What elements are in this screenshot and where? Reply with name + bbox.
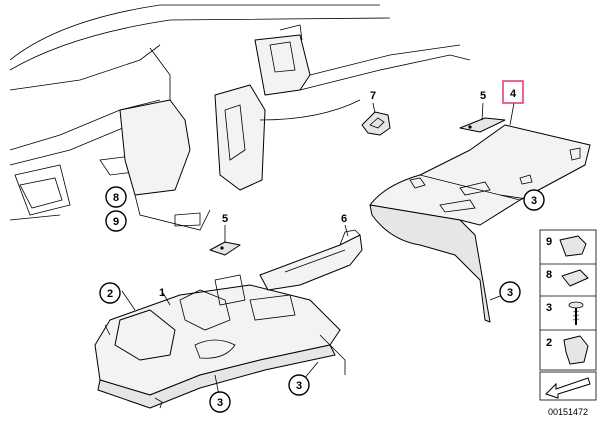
direction-arrow-icon — [545, 377, 591, 399]
callout-label: 7 — [370, 90, 376, 102]
legend-label: 8 — [546, 269, 552, 281]
callout-8: 8 — [105, 186, 127, 208]
callout-2: 2 — [99, 282, 121, 304]
screw-icon — [568, 301, 584, 325]
clip-part-5-bottom — [209, 241, 241, 256]
clip-part-5-top — [459, 117, 506, 133]
callout-label: 4 — [510, 88, 517, 100]
doc-number: 00151472 — [548, 407, 588, 417]
highlight-frame — [502, 80, 524, 104]
grommet-icon — [559, 235, 587, 257]
arrow-symbol — [539, 371, 597, 401]
callout-6: 6 — [341, 213, 347, 225]
callout-label: 9 — [113, 216, 119, 228]
callout-label: 3 — [217, 397, 223, 409]
callout-3-right-upper: 3 — [523, 189, 545, 211]
callout-4-highlighted: 4 — [502, 80, 524, 104]
callout-label: 6 — [341, 213, 347, 225]
legend-label: 2 — [546, 337, 552, 349]
legend-item-8: 8 — [546, 269, 589, 287]
legend-label: 9 — [546, 236, 552, 248]
callout-9: 9 — [105, 210, 127, 232]
callout-5-top: 5 — [480, 90, 486, 102]
legend-item-2: 2 — [546, 335, 589, 365]
callout-label: 5 — [222, 213, 228, 225]
legend-item-9: 9 — [546, 235, 587, 257]
callout-label: 3 — [296, 380, 302, 392]
callout-5-bottom: 5 — [222, 213, 228, 225]
clip-part-7 — [361, 111, 391, 136]
callout-label: 3 — [531, 195, 537, 207]
lower-trim-tray — [94, 274, 346, 409]
legend-label: 3 — [546, 302, 552, 314]
clip-nut-icon — [561, 269, 589, 287]
dashboard-outline — [9, 4, 471, 231]
callout-3-bottom-right: 3 — [288, 374, 310, 396]
callout-3-bottom-left: 3 — [209, 391, 231, 413]
expanding-clip-icon — [563, 335, 589, 365]
callout-label: 3 — [507, 287, 513, 299]
callout-label: 2 — [107, 288, 113, 300]
callout-1: 1 — [159, 287, 165, 299]
legend-item-3: 3 — [546, 301, 584, 325]
callout-3-right-lower: 3 — [499, 281, 521, 303]
callout-label: 8 — [113, 192, 119, 204]
callout-label: 5 — [480, 90, 486, 102]
legend: 9 8 3 2 — [539, 229, 597, 371]
callout-label: 1 — [159, 287, 165, 299]
callout-7: 7 — [370, 90, 376, 102]
bracket-part-6 — [259, 229, 363, 291]
